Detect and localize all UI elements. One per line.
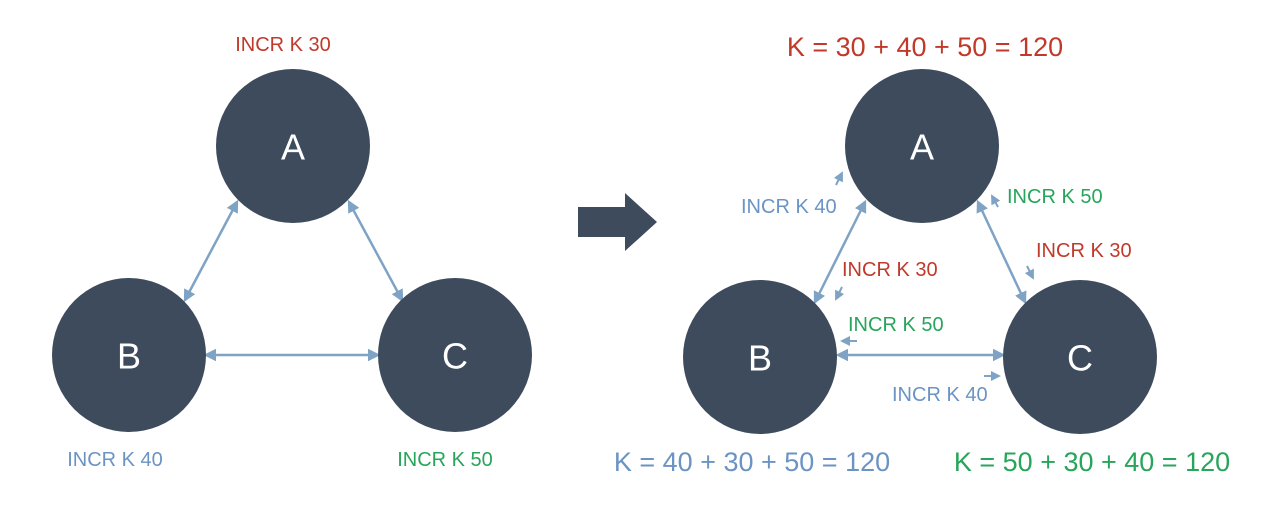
- node-b-label: B: [748, 338, 772, 379]
- node-a: A: [216, 69, 370, 223]
- transition-arrow-icon: [578, 193, 657, 251]
- node-c: C: [378, 278, 532, 432]
- node-c-op: INCR K 50: [397, 449, 493, 471]
- message-c-to-a-arrow-icon: [991, 194, 1001, 208]
- message-a-to-b: INCR K 30: [842, 259, 938, 281]
- message-a-to-b-arrow-icon: [835, 286, 845, 301]
- message-b-to-c: INCR K 40: [892, 384, 988, 406]
- node-c-circle: [1003, 280, 1157, 434]
- node-a-label: A: [910, 127, 934, 168]
- message-a-to-c-arrow-icon: [1024, 265, 1034, 280]
- node-b-sum: K = 40 + 30 + 50 = 120: [614, 447, 890, 477]
- node-b: B: [52, 278, 206, 432]
- link-a-c: [976, 199, 1027, 305]
- node-b-op: INCR K 40: [67, 449, 163, 471]
- node-c-label: C: [442, 336, 468, 377]
- message-a-to-c: INCR K 30: [1036, 240, 1132, 262]
- message-c-to-b: INCR K 50: [848, 314, 944, 336]
- node-a-circle: [845, 69, 999, 223]
- message-c-to-a: INCR K 50: [1007, 186, 1103, 208]
- node-b-label: B: [117, 336, 141, 377]
- node-b-circle: [52, 278, 206, 432]
- link-a-c: [347, 199, 404, 303]
- node-b: B: [683, 280, 837, 434]
- node-c-label: C: [1067, 338, 1093, 379]
- link-a-b: [813, 199, 867, 305]
- left-diagram: A B C INCR K 30 INCR K 40 INCR K 50: [52, 34, 532, 471]
- node-c-sum: K = 50 + 30 + 40 = 120: [954, 447, 1230, 477]
- node-a-sum: K = 30 + 40 + 50 = 120: [787, 32, 1063, 62]
- node-a-circle: [216, 69, 370, 223]
- message-b-to-a-arrow-icon: [833, 171, 843, 186]
- node-c: C: [1003, 280, 1157, 434]
- node-b-circle: [683, 280, 837, 434]
- node-c-circle: [378, 278, 532, 432]
- message-b-to-a: INCR K 40: [741, 196, 837, 218]
- right-diagram: A B C K = 30 + 40 + 50 = 120 K = 40 + 30…: [614, 32, 1230, 477]
- link-a-b: [183, 199, 239, 303]
- node-a: A: [845, 69, 999, 223]
- node-a-label: A: [281, 127, 305, 168]
- node-a-op: INCR K 30: [235, 34, 331, 56]
